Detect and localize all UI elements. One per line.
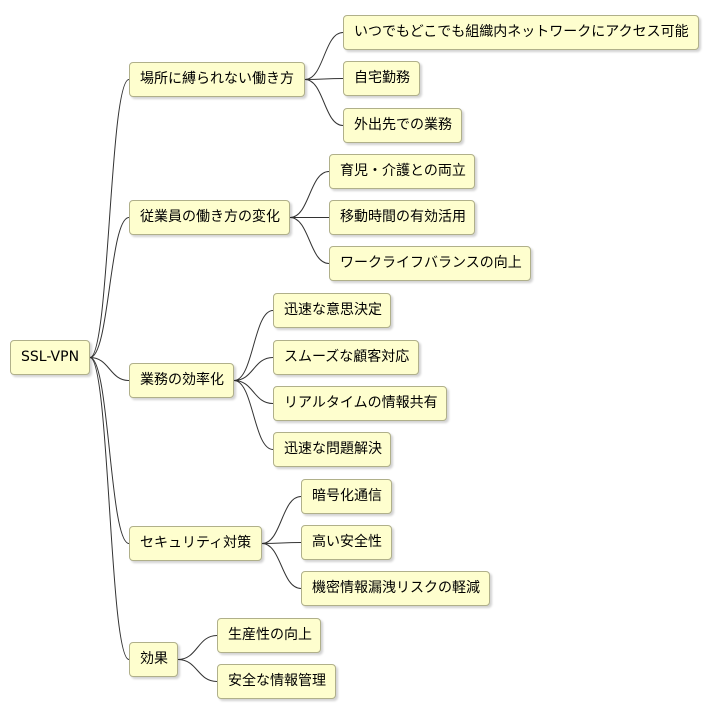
leaf-node-1-1: 移動時間の有効活用 [329,200,475,235]
connector-0-0 [304,32,344,80]
connector-2-2 [233,380,274,404]
connector-0-1 [304,78,344,80]
connector-3-2 [261,543,302,589]
leaf-node-0-1: 自宅勤務 [343,61,420,96]
connector-1-2 [289,217,330,264]
leaf-node-2-1: スムーズな顧客対応 [273,340,419,375]
connector-3-0 [261,496,302,544]
branch-node-4: 効果 [129,642,178,677]
connector-2-1 [233,357,274,381]
leaf-node-3-0: 暗号化通信 [301,479,392,514]
leaf-node-4-0: 生産性の向上 [217,618,321,653]
connector-2-0 [233,310,274,381]
connector-root-3 [89,357,130,544]
branch-node-3: セキュリティ対策 [129,526,262,561]
leaf-node-0-2: 外出先での業務 [343,108,462,143]
branch-node-1: 従業員の働き方の変化 [129,200,290,235]
connector-root-2 [89,357,130,381]
leaf-node-2-3: 迅速な問題解決 [273,432,391,467]
leaf-node-4-1: 安全な情報管理 [217,664,336,699]
leaf-node-2-2: リアルタイムの情報共有 [273,386,447,421]
leaf-node-1-0: 育児・介護との両立 [329,154,475,189]
connector-0-2 [304,79,344,126]
branch-node-0: 場所に縛られない働き方 [129,62,305,97]
leaf-node-1-2: ワークライフバランスの向上 [329,246,531,281]
connector-4-0 [177,635,218,660]
branch-node-2: 業務の効率化 [129,363,234,398]
leaf-node-3-1: 高い安全性 [301,525,392,560]
connector-3-1 [261,542,302,544]
root-node: SSL-VPN [10,340,90,375]
connector-root-1 [89,217,130,358]
connector-2-3 [233,380,274,450]
connector-4-1 [177,659,218,682]
leaf-node-3-2: 機密情報漏洩リスクの軽減 [301,571,490,606]
leaf-node-2-0: 迅速な意思決定 [273,293,391,328]
connector-1-0 [289,171,330,218]
connector-root-0 [89,79,130,358]
leaf-node-0-0: いつでもどこでも組織内ネットワークにアクセス可能 [343,15,699,50]
connector-root-4 [89,357,130,660]
